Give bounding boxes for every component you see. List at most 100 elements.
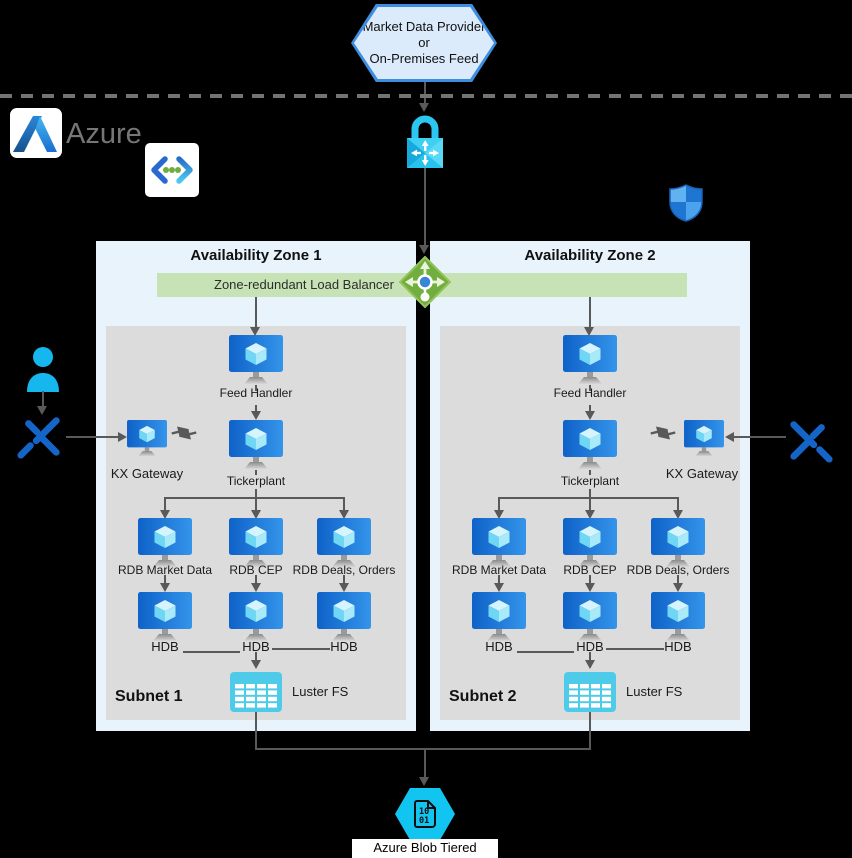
arrowhead-down <box>494 510 504 519</box>
vnet-icon-card <box>145 143 199 197</box>
vm-icon-kx-gateway <box>127 420 167 457</box>
load-balancer-band-label: Zone-redundant Load Balancer <box>214 277 394 292</box>
connector <box>42 391 44 407</box>
connector <box>183 651 240 653</box>
vm-icon-rdb-market-data <box>472 518 526 568</box>
vm-icon-feed-handler <box>563 335 617 385</box>
connector <box>255 489 257 498</box>
tickerplant-label: Tickerplant <box>226 474 286 488</box>
connector <box>255 405 257 413</box>
connector <box>589 652 591 661</box>
rdb-deals-orders-label: RDB Deals, Orders <box>292 563 396 577</box>
connector <box>66 436 118 438</box>
connector <box>498 498 500 511</box>
arrowhead-down <box>160 510 170 519</box>
connector <box>164 575 166 584</box>
arrowhead-down <box>339 510 349 519</box>
tickerplant-label: Tickerplant <box>560 474 620 488</box>
connector <box>164 498 166 511</box>
luster-fs-label: Luster FS <box>292 684 349 699</box>
subnet-2-box: Feed Handler Tickerplant KX Gateway RDB … <box>440 326 740 720</box>
vm-icon-hdb-2 <box>563 592 617 642</box>
connector <box>424 82 426 104</box>
connector <box>424 167 426 246</box>
feed-handler-label: Feed Handler <box>553 386 627 400</box>
arrowhead-left <box>725 432 734 442</box>
rdb-cep-label: RDB CEP <box>229 563 283 577</box>
connector <box>255 470 257 475</box>
availability-zone-2: Availability Zone 2 <box>430 241 750 731</box>
arrowhead-down <box>251 510 261 519</box>
arrowhead-down <box>585 660 595 669</box>
hdb-label: HDB <box>242 639 270 654</box>
connector <box>255 748 591 750</box>
rdb-deals-orders-label: RDB Deals, Orders <box>626 563 730 577</box>
connector <box>589 297 591 329</box>
vm-icon-rdb-deals <box>317 518 371 568</box>
rdb-cep-label: RDB CEP <box>563 563 617 577</box>
arrowhead-down <box>584 327 594 336</box>
rdb-market-data-label: RDB Market Data <box>451 563 547 577</box>
person-icon <box>24 346 62 392</box>
connector <box>255 712 257 749</box>
connector <box>498 575 500 584</box>
connector <box>255 385 257 391</box>
vm-icon-rdb-deals <box>651 518 705 568</box>
vnet-chevrons-icon <box>145 143 199 197</box>
arrowhead-down <box>419 777 429 786</box>
vm-icon-hdb-3 <box>651 592 705 642</box>
shield-icon <box>668 183 704 223</box>
arrowhead-down <box>251 411 261 420</box>
connector <box>589 575 591 584</box>
arrowhead-down <box>585 510 595 519</box>
connector <box>517 651 574 653</box>
double-arrow-icon <box>170 425 198 441</box>
arrowhead-down <box>673 510 683 519</box>
arrowhead-down <box>494 583 504 592</box>
vm-icon-hdb-3 <box>317 592 371 642</box>
zone-2-title: Availability Zone 2 <box>524 247 656 264</box>
azure-logo-card <box>10 108 62 158</box>
binary-document-icon: 10 01 <box>414 800 436 828</box>
hdb-label: HDB <box>151 639 179 654</box>
arrowhead-down <box>339 583 349 592</box>
luster-fs-label: Luster FS <box>626 684 683 699</box>
dashed-boundary-line <box>0 94 852 98</box>
arrowhead-down <box>160 583 170 592</box>
blob-storage-label: Azure Blob Tiered storage <box>352 839 498 858</box>
connector <box>589 405 591 413</box>
connector <box>424 748 426 778</box>
kx-gateway-label: KX Gateway <box>110 466 184 481</box>
rdb-market-data-label: RDB Market Data <box>117 563 213 577</box>
zone-1-title: Availability Zone 1 <box>190 247 322 264</box>
vm-icon-rdb-market-data <box>138 518 192 568</box>
vm-icon-hdb-1 <box>138 592 192 642</box>
connector <box>589 489 591 498</box>
vm-icon-rdb-cep <box>229 518 283 568</box>
connector <box>255 498 257 511</box>
arrowhead-down <box>419 103 429 112</box>
provider-line-1: Market Data Provider <box>362 19 486 34</box>
azure-brand-text: Azure <box>66 118 142 150</box>
connector <box>589 470 591 475</box>
subnet-1-box: Feed Handler Tickerplant KX Gateway RDB … <box>106 326 406 720</box>
arrowhead-down <box>37 406 47 415</box>
subnet-2-label: Subnet 2 <box>449 688 517 705</box>
vm-icon-tickerplant <box>563 420 617 470</box>
kx-logo-right <box>786 416 834 464</box>
connector <box>164 497 345 499</box>
vm-icon-hdb-2 <box>229 592 283 642</box>
connector <box>606 648 664 650</box>
connector <box>255 652 257 661</box>
svg-text:01: 01 <box>419 816 429 826</box>
connector <box>498 497 679 499</box>
connector <box>272 648 330 650</box>
arrowhead-down <box>585 583 595 592</box>
luster-fs-icon <box>564 672 616 712</box>
arrowhead-down <box>251 660 261 669</box>
vm-icon-feed-handler <box>229 335 283 385</box>
arrowhead-right <box>118 432 127 442</box>
connector <box>677 575 679 584</box>
vm-icon-rdb-cep <box>563 518 617 568</box>
